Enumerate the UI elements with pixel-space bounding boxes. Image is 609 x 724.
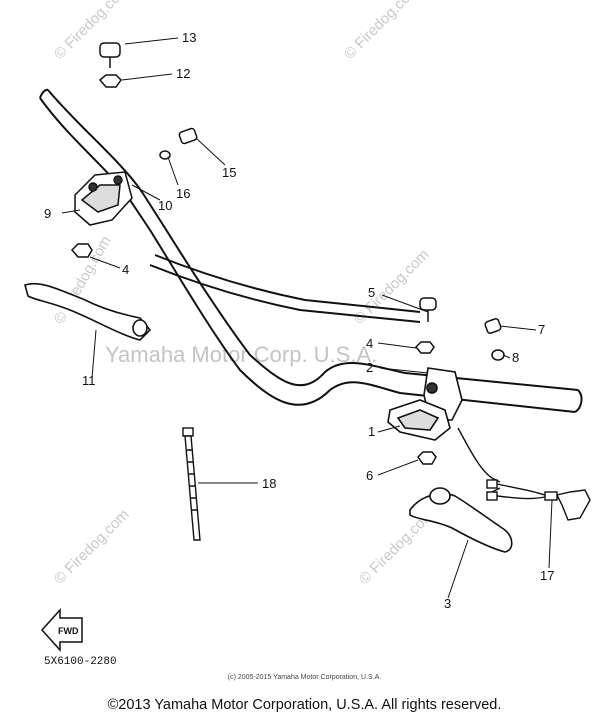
callout-7: 7 bbox=[538, 322, 545, 337]
callout-9: 9 bbox=[44, 206, 51, 221]
callouts: 13 12 15 16 10 9 4 11 5 7 4 8 2 1 6 18 1… bbox=[44, 30, 554, 611]
watermark-center: Yamaha Motor Corp. U.S.A. bbox=[105, 342, 377, 367]
right-clamp bbox=[387, 367, 463, 441]
callout-3: 3 bbox=[444, 596, 451, 611]
leader-lines bbox=[61, 37, 553, 599]
callout-18: 18 bbox=[262, 476, 276, 491]
callout-4-left: 4 bbox=[122, 262, 129, 277]
washer-16 bbox=[159, 150, 171, 160]
clutch-switch bbox=[457, 427, 591, 521]
left-lever bbox=[24, 282, 152, 341]
callout-17: 17 bbox=[540, 568, 554, 583]
fwd-label: FWD bbox=[58, 626, 79, 636]
callout-16: 16 bbox=[176, 186, 190, 201]
washer-8 bbox=[491, 349, 505, 361]
bolt-13 bbox=[99, 42, 121, 68]
nut-12 bbox=[98, 74, 122, 88]
right-lever bbox=[409, 487, 513, 553]
watermark-site: © Firedog.com bbox=[51, 506, 133, 588]
watermark-group: © Firedog.com © Firedog.com © Firedog.co… bbox=[51, 0, 438, 588]
callout-6: 6 bbox=[366, 468, 373, 483]
left-clamp bbox=[74, 171, 133, 226]
nut-6 bbox=[417, 451, 437, 465]
handlebar bbox=[39, 88, 583, 413]
nut-4-left bbox=[70, 243, 93, 258]
callout-13: 13 bbox=[182, 30, 196, 45]
bolt-7 bbox=[484, 318, 502, 334]
callout-5: 5 bbox=[368, 285, 375, 300]
callout-12: 12 bbox=[176, 66, 190, 81]
callout-4-right: 4 bbox=[366, 336, 373, 351]
diagram-code: 5X6100-2280 bbox=[44, 656, 117, 668]
callout-2: 2 bbox=[366, 360, 373, 375]
callout-10: 10 bbox=[158, 198, 172, 213]
fwd-arrow: FWD bbox=[40, 608, 83, 652]
fine-print: (c) 2005-2015 Yamaha Motor Corporation, … bbox=[227, 674, 382, 681]
watermark-site: © Firedog.com bbox=[341, 0, 423, 63]
callout-15: 15 bbox=[222, 165, 236, 180]
nut-4-right bbox=[414, 341, 435, 354]
cable-tie bbox=[182, 427, 201, 541]
callout-11: 11 bbox=[82, 373, 96, 388]
bolt-15 bbox=[178, 127, 198, 145]
callout-8: 8 bbox=[512, 350, 519, 365]
callout-1: 1 bbox=[368, 424, 375, 439]
copyright-footer: ©2013 Yamaha Motor Corporation, U.S.A. A… bbox=[107, 697, 502, 713]
